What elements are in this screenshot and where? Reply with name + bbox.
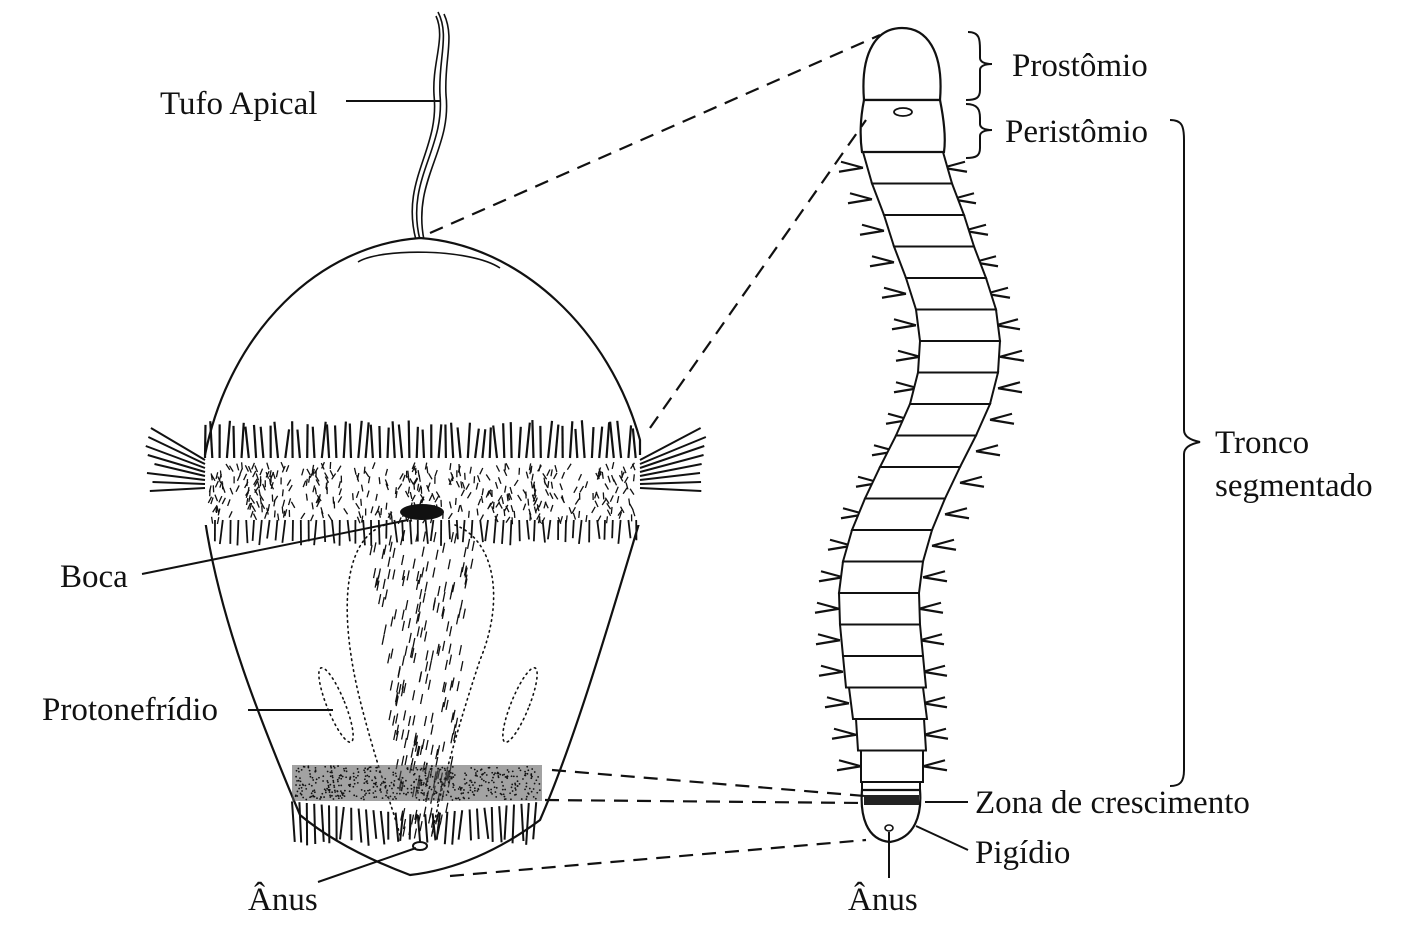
growth-zone-stipple <box>294 765 541 801</box>
protonephridium-left <box>318 666 354 744</box>
label-anus-right: Ânus <box>848 881 918 918</box>
label-segmentado: segmentado <box>1215 468 1373 504</box>
protonephridium-right <box>502 666 538 744</box>
label-tronco: Tronco <box>1215 425 1309 461</box>
label-peristomio: Peristômio <box>1005 114 1148 150</box>
apical-plate <box>357 251 501 269</box>
prostomium <box>862 26 942 102</box>
prototroch-cilia <box>145 420 707 546</box>
peristomium-mouth <box>893 107 913 117</box>
anus-left-mark <box>412 841 428 851</box>
label-protonefridio: Protonefrídio <box>42 692 218 728</box>
gut-hatching <box>369 530 475 839</box>
label-boca: Boca <box>60 559 128 595</box>
mouth <box>400 504 444 520</box>
telotroch-cilia <box>291 801 538 846</box>
label-zona-crescimento: Zona de crescimento <box>975 785 1250 821</box>
adult-polychaete <box>814 26 1025 844</box>
body-segments <box>837 151 1002 791</box>
bracket-tronco <box>1169 119 1201 787</box>
episphere <box>203 236 642 472</box>
label-prostomio: Prostômio <box>1012 48 1148 84</box>
peristomium <box>859 98 946 154</box>
apical-tuft <box>411 11 450 241</box>
text-labels: Tufo Apical Boca Protonefrídio Ânus Pros… <box>42 48 1373 918</box>
bracket-prostomio <box>965 31 993 101</box>
bracket-peristomio <box>965 103 993 159</box>
label-pigidio: Pigídio <box>975 835 1070 871</box>
brackets <box>965 31 1201 787</box>
anus-right-mark <box>884 824 894 832</box>
label-tufo-apical: Tufo Apical <box>160 86 317 122</box>
trochophore-larva <box>145 11 707 877</box>
growth-zone-adult <box>864 795 919 805</box>
prototroch-hatching <box>207 461 636 525</box>
leader-lines <box>141 100 969 883</box>
zoom-connectors <box>429 33 881 878</box>
label-anus-left: Ânus <box>248 881 318 918</box>
